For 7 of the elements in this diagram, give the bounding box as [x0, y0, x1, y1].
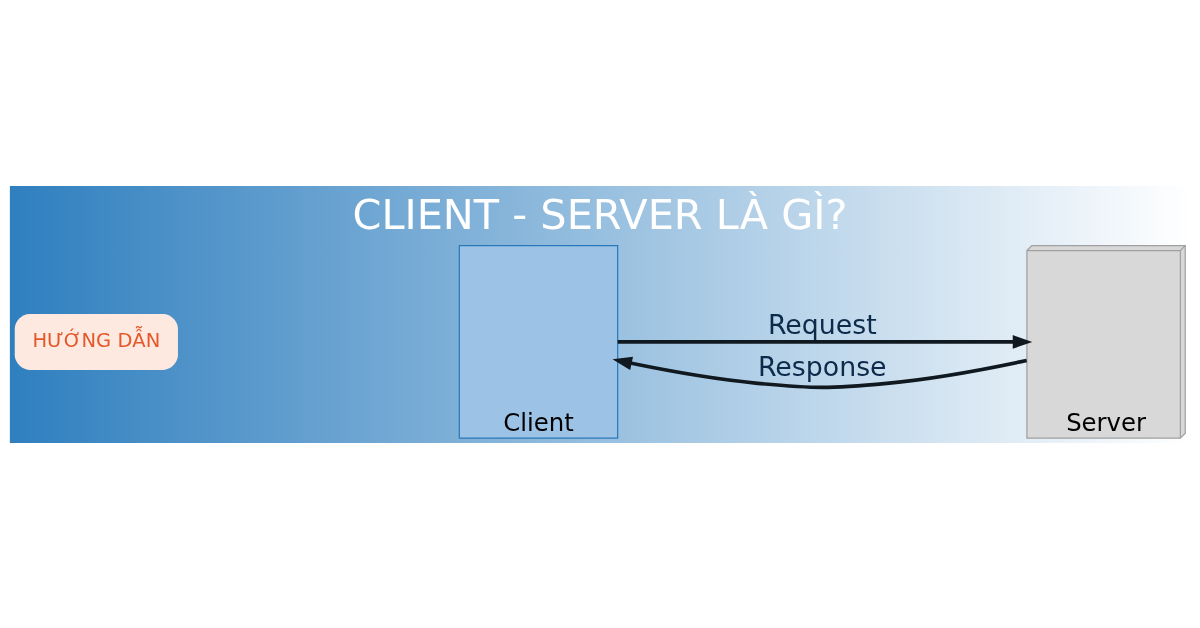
edge-label: Response	[757, 350, 887, 382]
edge-label: Request	[767, 308, 877, 340]
label: HƯỚNG DẪN	[32, 328, 161, 352]
node-box: Client	[458, 244, 619, 439]
arrow	[612, 356, 1028, 389]
arrow	[617, 334, 1033, 349]
diagram-title: CLIENT - SERVER LÀ GÌ?	[352, 190, 848, 239]
